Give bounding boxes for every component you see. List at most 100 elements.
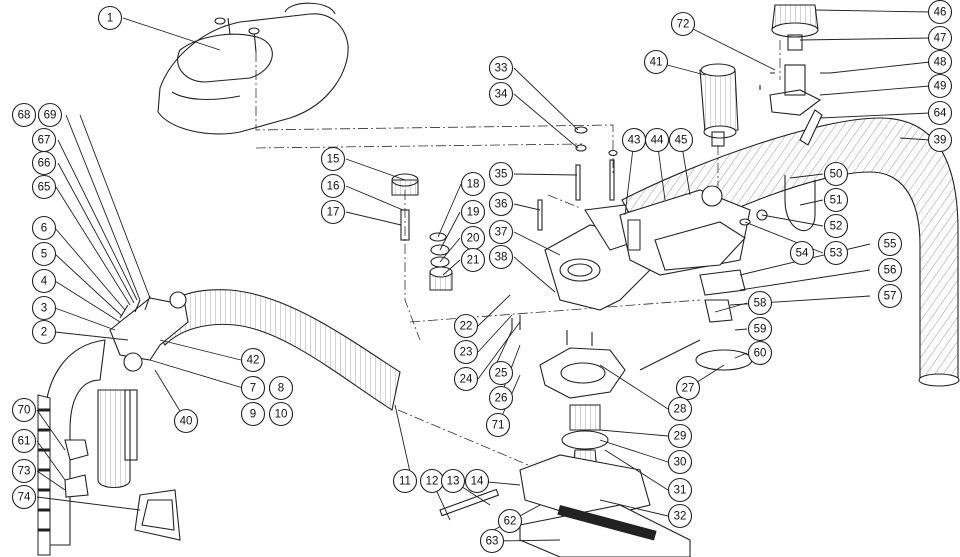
callout-4: 4 (31, 268, 57, 294)
callout-69: 69 (37, 102, 63, 128)
callout-number: 49 (934, 81, 947, 93)
callout-circle (747, 340, 773, 366)
callout-circle (31, 174, 57, 200)
callout-circle (488, 161, 514, 187)
callout-number: 38 (495, 252, 508, 264)
left-gear-head (109, 291, 189, 372)
callout-number: 39 (934, 135, 947, 147)
callout-circle (320, 146, 346, 172)
callout-number: 64 (934, 108, 947, 120)
callout-circle (460, 247, 486, 273)
callout-36: 36 (488, 191, 514, 217)
callout-number: 3 (41, 303, 47, 315)
callout-circle (11, 458, 37, 484)
callout-circle (823, 187, 849, 213)
callout-circle (747, 316, 773, 342)
callout-circle (488, 385, 514, 411)
callout-67: 67 (31, 127, 57, 153)
callout-72: 72 (670, 11, 696, 37)
callout-51: 51 (823, 187, 849, 213)
callout-circle (440, 468, 466, 494)
callout-number: 13 (447, 476, 460, 488)
callout-number: 47 (934, 33, 947, 45)
callout-circle (460, 171, 486, 197)
callout-circle (320, 199, 346, 225)
callout-number: 8 (278, 383, 284, 395)
callout-circle (240, 401, 266, 427)
callout-circle (675, 375, 701, 401)
callout-71: 71 (485, 412, 511, 438)
callout-57: 57 (877, 283, 903, 309)
callout-59: 59 (747, 316, 773, 342)
callout-circle (11, 397, 37, 423)
callout-2: 2 (31, 319, 57, 345)
callout-41: 41 (643, 49, 669, 75)
callout-circle (11, 428, 37, 454)
callout-circle (877, 231, 903, 257)
callout-circle (31, 215, 57, 241)
callout-74: 74 (11, 484, 37, 510)
callout-circle (453, 366, 479, 392)
callout-number: 54 (796, 248, 809, 260)
callout-64: 64 (927, 100, 953, 126)
callout-34: 34 (488, 81, 514, 107)
callout-number: 36 (495, 199, 508, 211)
callout-number: 24 (460, 374, 473, 386)
callout-number: 62 (504, 516, 517, 528)
callout-number: 48 (934, 57, 947, 69)
callout-12: 12 (419, 468, 445, 494)
callout-number: 22 (460, 321, 473, 333)
callout-33: 33 (488, 55, 514, 81)
callout-29: 29 (667, 423, 693, 449)
callout-8: 8 (268, 375, 294, 401)
callout-number: 35 (495, 169, 508, 181)
callout-circle (31, 127, 57, 153)
callout-number: 12 (426, 476, 439, 488)
callout-35: 35 (488, 161, 514, 187)
callout-number: 7 (250, 383, 256, 395)
callout-26: 26 (488, 385, 514, 411)
callout-50: 50 (823, 161, 849, 187)
callout-circle (453, 313, 479, 339)
callout-27: 27 (675, 375, 701, 401)
callout-number: 66 (38, 158, 51, 170)
callout-number: 37 (495, 227, 508, 239)
callout-53: 53 (823, 240, 849, 266)
callout-number: 58 (754, 298, 767, 310)
callout-number: 68 (18, 110, 31, 122)
callout-number: 45 (675, 135, 688, 147)
callout-37: 37 (488, 219, 514, 245)
callout-24: 24 (453, 366, 479, 392)
callout-30: 30 (667, 449, 693, 475)
callout-number: 70 (18, 405, 31, 417)
callout-circle (927, 0, 953, 25)
callout-circle (488, 191, 514, 217)
callout-number: 5 (41, 249, 47, 261)
callout-circle (464, 468, 490, 494)
cover-housing (157, 2, 349, 135)
callout-circle (31, 241, 57, 267)
right-flex-hose (621, 117, 960, 387)
callout-32: 32 (667, 503, 693, 529)
callout-25: 25 (488, 360, 514, 386)
callout-circle (11, 102, 37, 128)
callout-circle (488, 55, 514, 81)
callout-43: 43 (621, 127, 647, 153)
callout-48: 48 (927, 49, 953, 75)
callout-circle (497, 508, 523, 534)
callout-18: 18 (460, 171, 486, 197)
callout-number: 72 (677, 19, 690, 31)
callout-number: 23 (460, 347, 473, 359)
callout-circle (488, 244, 514, 270)
callout-circle (240, 347, 266, 373)
callout-54: 54 (789, 240, 815, 266)
callout-20: 20 (460, 225, 486, 251)
callout-number: 20 (467, 233, 480, 245)
callout-number: 30 (674, 457, 687, 469)
callout-number: 50 (830, 169, 843, 181)
callout-number: 14 (471, 476, 484, 488)
callout-46: 46 (927, 0, 953, 25)
callout-15: 15 (320, 146, 346, 172)
callout-number: 43 (628, 135, 641, 147)
callout-number: 59 (754, 324, 767, 336)
